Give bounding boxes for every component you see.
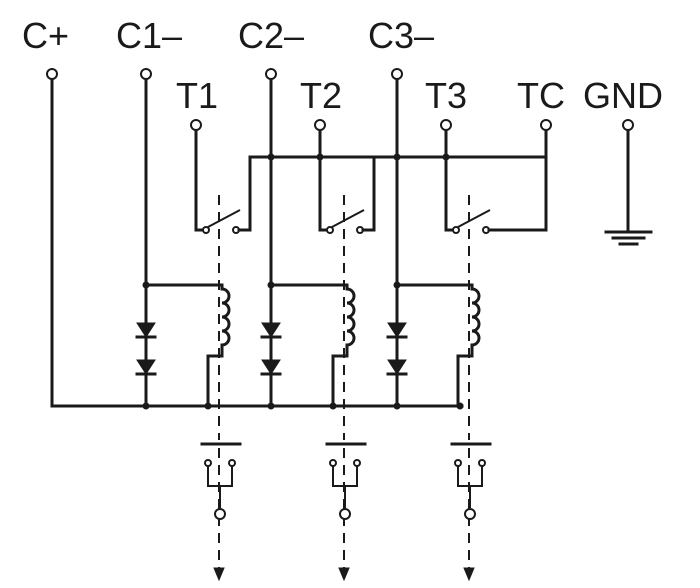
diode xyxy=(260,359,282,376)
terminal-c-plus xyxy=(46,68,58,80)
diode xyxy=(135,322,157,339)
thermal-switch xyxy=(326,209,376,234)
contact-block xyxy=(204,459,236,520)
label-t1: T1 xyxy=(176,75,218,116)
c-plus-wire xyxy=(50,78,464,408)
terminal-tc xyxy=(540,119,552,131)
relay-coil xyxy=(206,283,231,408)
relay-coil xyxy=(331,283,356,408)
contact-block xyxy=(329,459,361,520)
output-arrow xyxy=(463,567,475,582)
diode xyxy=(386,359,408,376)
terminals xyxy=(46,68,634,131)
label-c3: C3– xyxy=(368,15,434,56)
terminal-t1 xyxy=(190,119,202,131)
label-tc: TC xyxy=(517,75,565,116)
output-arrow xyxy=(213,567,225,582)
thermal-switch xyxy=(202,209,252,234)
contact-block xyxy=(454,459,486,520)
relay-channel-2 xyxy=(260,78,376,582)
label-gnd: GND xyxy=(583,75,663,116)
diode xyxy=(135,359,157,376)
label-t2: T2 xyxy=(300,75,342,116)
label-c-plus: C+ xyxy=(22,15,69,56)
label-c2: C2– xyxy=(238,15,304,56)
diode xyxy=(386,322,408,339)
bus-junctions xyxy=(142,153,464,410)
relay-channel-1 xyxy=(135,78,252,582)
thermal-switch xyxy=(452,209,502,234)
terminal-c1 xyxy=(140,68,152,80)
terminal-gnd xyxy=(622,119,634,131)
diode xyxy=(260,322,282,339)
relay-coil xyxy=(456,283,481,408)
label-c1: C1– xyxy=(116,15,182,56)
ground-symbol xyxy=(604,128,653,246)
relay-channel-3 xyxy=(386,78,502,582)
terminal-t2 xyxy=(314,119,326,131)
label-t3: T3 xyxy=(425,75,467,116)
terminal-c3 xyxy=(391,68,403,80)
terminal-c2 xyxy=(265,68,277,80)
output-arrow xyxy=(338,567,350,582)
terminal-t3 xyxy=(440,119,452,131)
